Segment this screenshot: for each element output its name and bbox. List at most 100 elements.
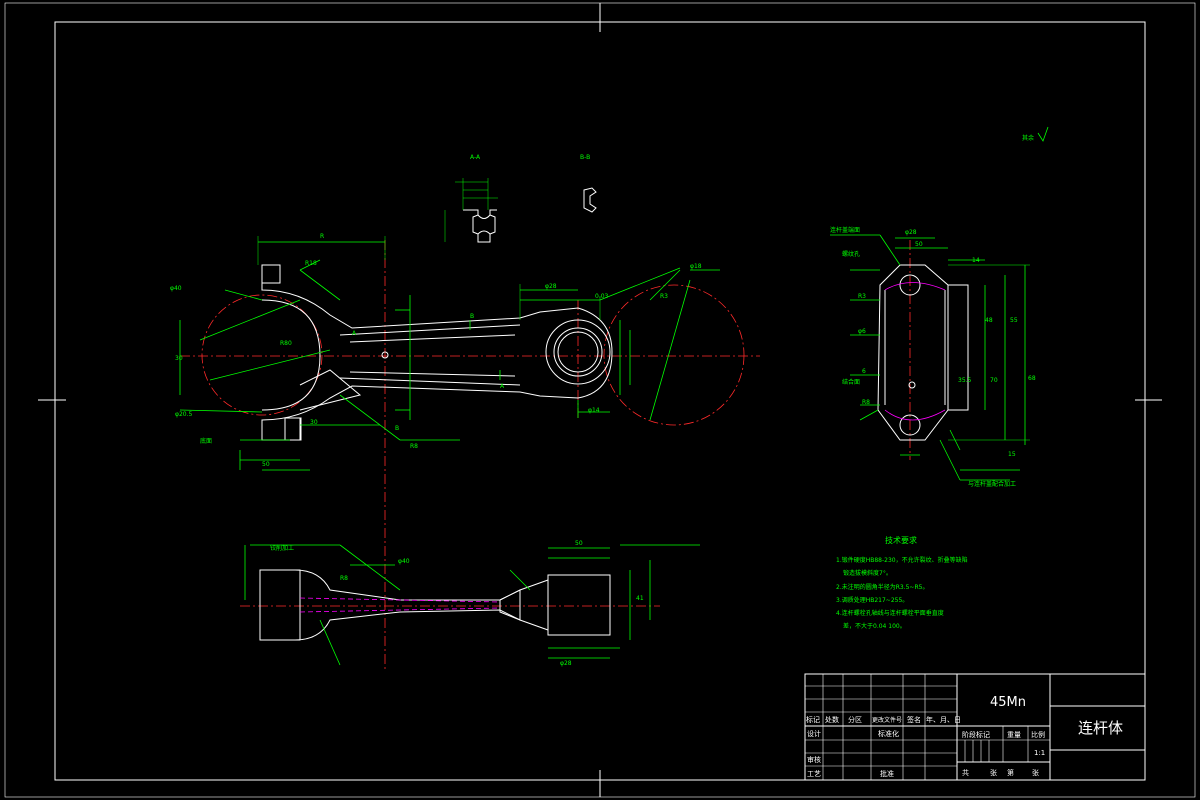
roughness-symbol-icon: [1037, 126, 1049, 142]
side-leader-bottom-2: [939, 439, 961, 481]
bolt-boss-top: [261, 264, 281, 284]
front-dim-text-a: A: [500, 383, 505, 390]
side-hidden-top: [884, 282, 946, 291]
top-dim-text-41: 41: [636, 595, 644, 602]
section-b-b: B-B: [580, 154, 597, 213]
tech-requirements: 技术要求 1.锻件硬度HB88-230，不允许裂纹、折叠等缺陷 锻造拔模斜度7°…: [836, 535, 968, 630]
side-dim-text-r8: R8: [862, 399, 870, 406]
front-dim-text-phi40: φ40: [170, 285, 182, 292]
tb-approve: 批准: [880, 769, 894, 778]
front-dim-text-30b: 30: [310, 419, 318, 426]
tb-review: 审核: [807, 755, 821, 764]
side-leader-left-2: [949, 429, 961, 451]
tb-sheet: 张: [990, 768, 997, 777]
side-dim-text-phi28: φ28: [905, 229, 917, 236]
top-view: 50 φ28 R8 41 φ40: [240, 540, 700, 667]
top-dim-text-50: 50: [575, 540, 583, 547]
side-note-1: 连杆盖端面: [830, 226, 860, 234]
tb-stage-mark: 阶段标记: [962, 730, 990, 739]
tb-hdr-change: 更改文件号: [872, 716, 902, 724]
front-dim-text-r8: R8: [410, 443, 418, 450]
section-a-a: A-A: [444, 154, 498, 243]
side-dim-text-14: 14: [972, 257, 980, 264]
front-leader-7: [599, 267, 681, 301]
big-end-phantom-circle: [201, 294, 323, 416]
section-b-label: B-B: [580, 154, 590, 161]
side-dim-text-55: 55: [1010, 317, 1018, 324]
tech-req-item-1: 1.锻件硬度HB88-230，不允许裂纹、折叠等缺陷: [836, 556, 968, 564]
shank-upper-edge: [339, 324, 521, 336]
front-dim-text-phi14: φ14: [588, 407, 600, 414]
roughness-note: 其余: [1022, 126, 1049, 142]
top-dim-text-r8: R8: [340, 575, 348, 582]
tb-designer: 设计: [807, 729, 821, 738]
side-leader-left: [859, 409, 879, 421]
shank-inner-upper: [349, 334, 516, 343]
front-dim-text-r80: R80: [280, 340, 292, 347]
tb-scale-label: 比例: [1031, 730, 1045, 739]
tb-sheet-no: 第: [1007, 768, 1014, 777]
front-dim-text-r: R: [320, 233, 324, 240]
small-end-inner-circle: [553, 327, 603, 377]
top-leader-2: [339, 544, 401, 591]
top-hidden-line-1: [299, 597, 501, 603]
sheet-frame: [4, 2, 1196, 798]
front-leader-2: [179, 409, 263, 413]
section-a-label: A-A: [470, 154, 481, 161]
side-note-6: 与连杆盖配合加工: [968, 480, 1016, 488]
front-dim-text-phi205: φ20.5: [175, 411, 193, 418]
front-dim-text-phi28: φ28: [545, 283, 557, 290]
front-leader-5: [339, 394, 401, 441]
shank-lower-edge: [339, 377, 521, 386]
front-leader-1: [224, 289, 263, 301]
top-small-end-block: [547, 574, 611, 636]
big-end-center-mark: [381, 351, 389, 359]
top-dim-text-phi28: φ28: [560, 660, 572, 667]
side-dim-text-50: 50: [915, 241, 923, 248]
tb-hdr-mark: 标记: [806, 715, 820, 724]
front-dim-text-003: 0.03: [595, 293, 609, 300]
front-dim-text-50: 50: [262, 461, 270, 468]
title-block-frame: [804, 673, 1146, 781]
side-dim-text-15: 15: [1008, 451, 1016, 458]
top-bolt-block: [259, 569, 301, 641]
front-dim-text-b: B: [470, 313, 474, 320]
front-leader-8: [649, 269, 681, 301]
side-view: φ28 50 48 R3 φ6 70 6 14 15 R8 55 35.5 68…: [200, 226, 1036, 552]
front-view: R φ40 R80 φ28 0.03 φ18 B A A B 30 R18 50…: [170, 233, 760, 670]
tb-hdr-date: 年、月、日: [926, 715, 961, 724]
front-dim-angle-1: [199, 299, 301, 341]
front-hatch-area: [299, 369, 362, 411]
side-dim-text-48: 48: [985, 317, 993, 324]
side-note-2: 螺纹孔: [842, 250, 860, 258]
side-top-hole: [899, 274, 921, 296]
tb-scale: 1:1: [1034, 749, 1045, 757]
side-leader-top-2: [879, 234, 901, 266]
side-hidden-bottom: [884, 409, 946, 421]
side-cap-rect: [947, 284, 969, 411]
shank-inner-lower: [349, 371, 516, 377]
tb-hdr-count: 处数: [825, 715, 839, 724]
tb-material: 45Mn: [990, 695, 1026, 710]
section-b-outline: [583, 187, 597, 213]
top-leader-5: [319, 619, 341, 666]
side-dim-text-6: 6: [862, 368, 866, 375]
big-end-inner-bore: [261, 299, 321, 411]
title-block: 45Mn 连杆体 标记 处数 分区 更改文件号 签名 年、月、日 设计 标准化 …: [804, 673, 1146, 781]
tech-req-item-3: 2.未注明的圆角半径为R3.5~R5。: [836, 583, 928, 591]
tb-part-name: 连杆体: [1078, 719, 1123, 737]
side-dim-text-70: 70: [990, 377, 998, 384]
small-end-phantom-circle: [603, 284, 745, 426]
side-dim-text-phi6: φ6: [858, 328, 866, 335]
front-leader-4: [299, 259, 321, 271]
section-a-fill: [477, 214, 491, 235]
front-dim-text-r18: R18: [305, 260, 317, 267]
tb-sheet-unit: 张: [1032, 768, 1039, 777]
side-note-3: 结合面: [842, 378, 860, 386]
front-leader-3: [299, 269, 341, 301]
top-leader-6: [509, 569, 531, 591]
roughness-note-text: 其余: [1022, 134, 1034, 142]
side-note-5: 底面: [200, 437, 212, 445]
big-end-outline: [261, 265, 613, 441]
